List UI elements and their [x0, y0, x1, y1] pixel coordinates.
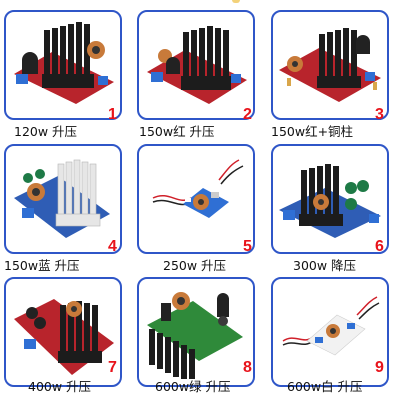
product-card-3[interactable]: 150w红+铜柱 3 [267, 0, 400, 139]
product-caption: 300w 降压 [293, 258, 357, 273]
product-frame [271, 277, 389, 387]
module-image [279, 28, 381, 102]
module-image [147, 292, 243, 379]
product-card-6[interactable]: 300w 降压 6 [267, 134, 400, 273]
module-image [14, 159, 110, 238]
module-image [279, 164, 381, 238]
product-number: 5 [243, 238, 252, 255]
product-caption: 400w 升压 [28, 379, 92, 394]
module-image [14, 299, 114, 375]
product-caption: 120w 升压 [14, 124, 78, 139]
top-decoration [232, 0, 240, 3]
product-number: 8 [243, 359, 252, 376]
product-number: 7 [108, 359, 117, 376]
product-caption: 600w绿 升压 [155, 379, 231, 394]
product-frame [137, 10, 255, 120]
module-image [14, 22, 114, 104]
product-card-8[interactable]: 600w绿 升压 8 [133, 267, 267, 400]
product-caption: 600w白 升压 [287, 379, 363, 394]
product-card-9[interactable]: 600w白 升压 9 [267, 267, 400, 400]
product-frame [271, 144, 389, 254]
product-number: 1 [108, 106, 117, 123]
product-card-7[interactable]: 400w 升压 7 [0, 267, 133, 400]
product-card-2[interactable]: 150w红 升压 2 [133, 0, 267, 139]
module-image [147, 26, 247, 104]
product-number: 3 [375, 106, 384, 123]
module-image [152, 159, 244, 218]
product-caption: 150w蓝 升压 [4, 258, 80, 273]
product-caption: 150w红+铜柱 [271, 124, 354, 139]
product-card-4[interactable]: 150w蓝 升压 4 [0, 134, 133, 273]
product-caption: 250w 升压 [163, 258, 227, 273]
product-number: 6 [375, 238, 384, 255]
top-strip [0, 0, 400, 4]
product-frame [137, 277, 255, 387]
product-number: 9 [375, 359, 384, 376]
product-frame [271, 10, 389, 120]
product-number: 2 [243, 106, 252, 123]
product-frame [4, 10, 122, 120]
product-frame [4, 144, 122, 254]
product-card-1[interactable]: 120w 升压 1 [0, 0, 133, 139]
product-frame [4, 277, 122, 387]
module-image [282, 296, 380, 356]
product-number: 4 [108, 238, 117, 255]
product-frame [137, 144, 255, 254]
product-card-5[interactable]: 250w 升压 5 [133, 134, 267, 273]
product-caption: 150w红 升压 [139, 124, 215, 139]
